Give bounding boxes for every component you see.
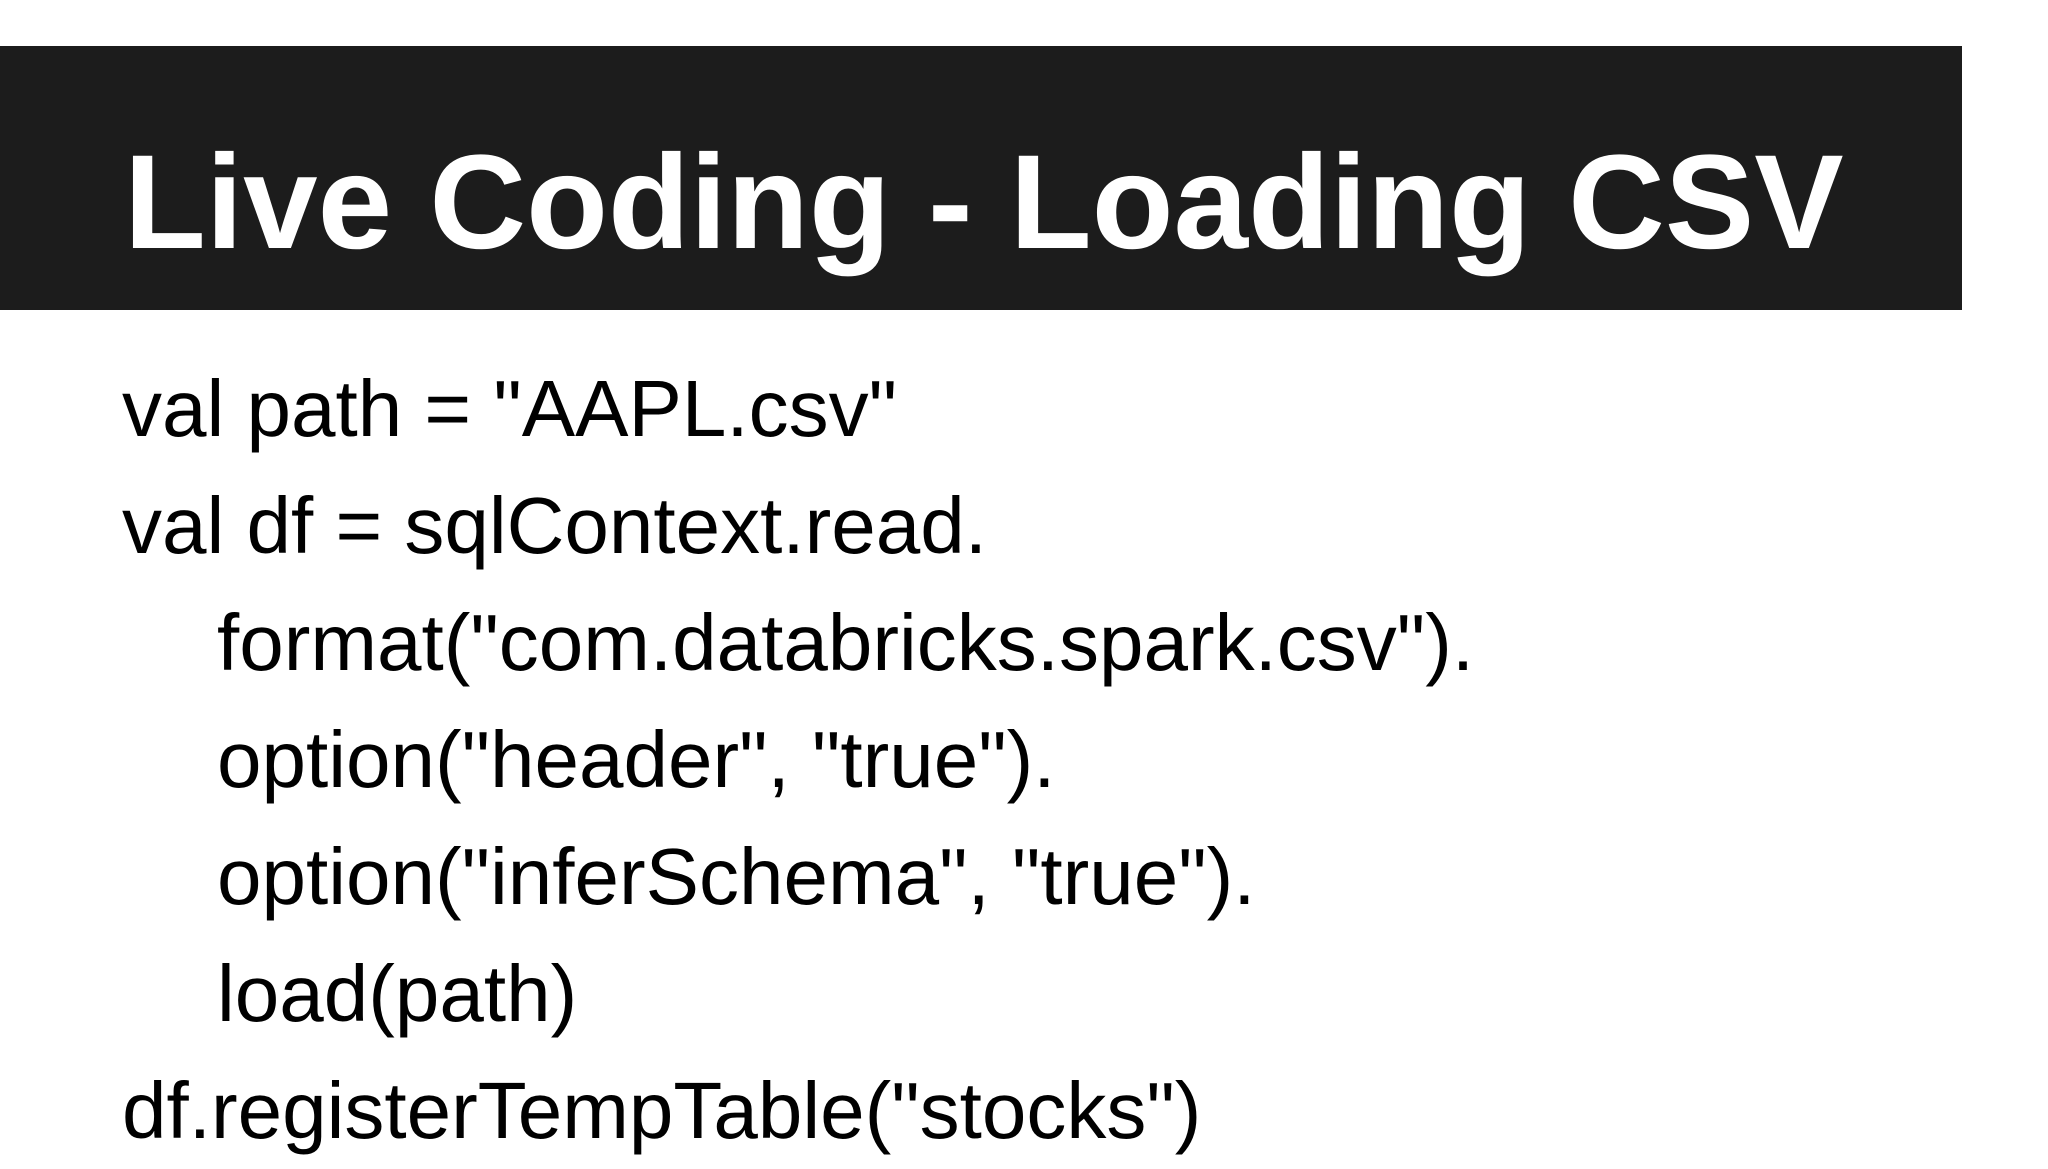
code-line: option("header", "true"). <box>217 715 1056 804</box>
code-line: format("com.databricks.spark.csv"). <box>217 598 1475 687</box>
slide-title: Live Coding - Loading CSV <box>124 128 1844 277</box>
code-line: df.registerTempTable("stocks") <box>122 1066 1202 1155</box>
code-line: option("inferSchema", "true"). <box>217 832 1256 921</box>
code-block: val path = "AAPL.csv" val df = sqlContex… <box>122 350 1474 1169</box>
code-line: load(path) <box>217 949 578 1038</box>
code-line: val path = "AAPL.csv" <box>122 364 897 453</box>
title-bar <box>0 46 1962 310</box>
code-line: val df = sqlContext.read. <box>122 481 987 570</box>
